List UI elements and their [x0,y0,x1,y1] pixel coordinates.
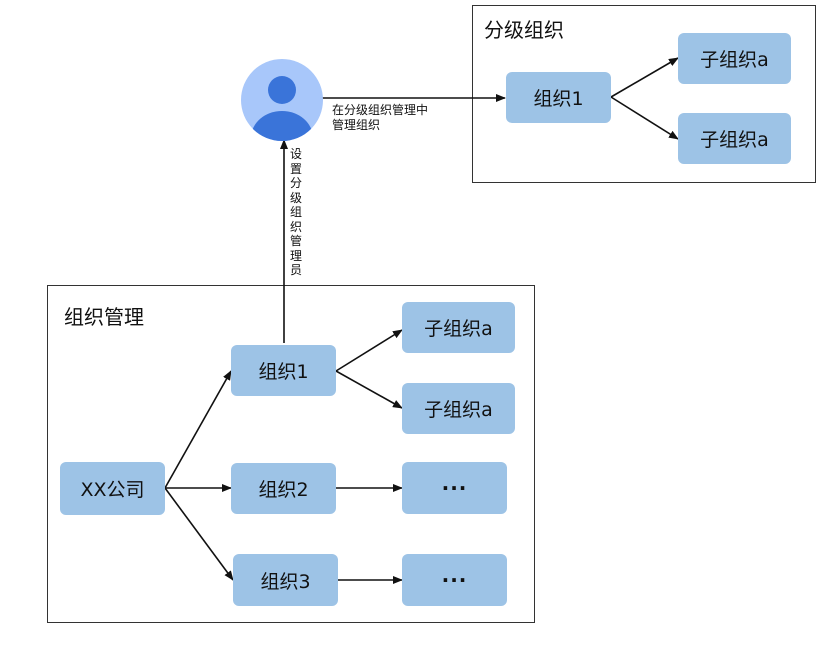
tiered-organization-title: 分级组织 [484,18,564,42]
organization-management-title: 组织管理 [64,305,144,329]
org3-more-node[interactable]: ··· [402,554,507,606]
tiered-sub-org-a-node-2[interactable]: 子组织a [678,113,791,164]
user-avatar-icon [240,58,324,142]
org3-node[interactable]: 组织3 [233,554,338,606]
company-node[interactable]: XX公司 [60,462,165,515]
manage-in-tiered-label: 在分级组织管理中管理组织 [332,103,429,132]
org1-sub-org-a-node-1[interactable]: 子组织a [402,302,515,353]
org1-node[interactable]: 组织1 [231,345,336,396]
org2-more-node[interactable]: ··· [402,462,507,514]
org1-sub-org-a-node-2[interactable]: 子组织a [402,383,515,434]
tiered-sub-org-a-node-1[interactable]: 子组织a [678,33,791,84]
set-tiered-admin-label: 设置分级组织管理员 [289,147,302,277]
org2-node[interactable]: 组织2 [231,463,336,514]
tiered-org1-node[interactable]: 组织1 [506,72,611,123]
